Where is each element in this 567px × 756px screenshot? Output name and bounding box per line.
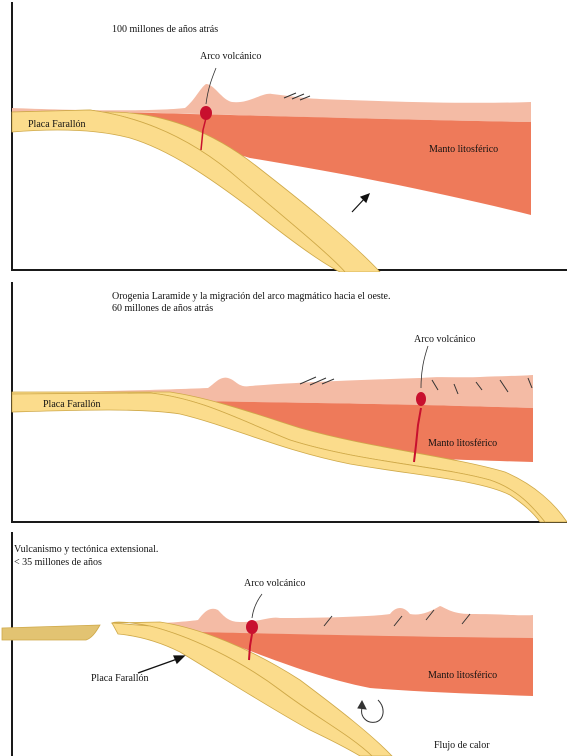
plate-label: Placa Farallón [43,399,100,411]
arc-label: Arco volcánico [244,578,305,590]
magma-chamber [416,392,426,406]
panel-2-title-line-2: 60 millones de años atrás [112,303,213,315]
arc-leader-line [252,594,262,618]
magma-chamber [200,106,212,120]
oceanic-plate-stub [2,625,100,640]
plate-label: Placa Farallón [91,673,148,685]
magma-chamber [246,620,258,634]
mantle-label: Manto litosférico [428,670,497,682]
mantle-flow-arrow [352,194,369,212]
panel-3-title-line-2: < 35 millones de años [14,557,102,569]
mantle-label: Manto litosférico [429,144,498,156]
panel-60-ma: Orogenia Laramide y la migración del arc… [0,280,567,524]
arc-label: Arco volcánico [200,51,261,63]
panel-1-diagram [0,0,567,272]
panel-3-title-line-1: Vulcanismo y tectónica extensional. [14,544,158,556]
panel-35-ma: Vulcanismo y tectónica extensional. < 35… [0,530,567,756]
plate-pointer-arrow [138,656,184,673]
panel-100-ma: 100 millones de años atrás Arco volcánic… [0,0,567,272]
plate-label: Placa Farallón [28,119,85,131]
panel-2-title-line-1: Orogenia Laramide y la migración del arc… [112,291,391,303]
panel-1-title: 100 millones de años atrás [112,24,218,36]
heat-flow-label: Flujo de calor [434,740,490,752]
arc-label: Arco volcánico [414,334,475,346]
mantle-label: Manto litosférico [428,438,497,450]
heat-flow-circulation-arrow [358,700,383,722]
